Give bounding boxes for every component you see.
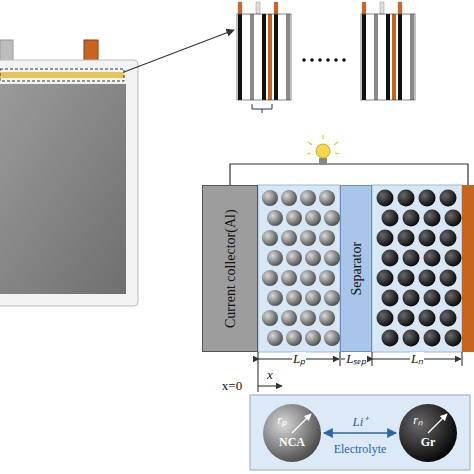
- pouch: [0, 60, 138, 306]
- bracket: [252, 104, 272, 113]
- wire: [230, 164, 468, 185]
- electrode-stack: [237, 2, 415, 100]
- particle-shape: [262, 403, 322, 463]
- current-collector: Current collector(Al): [202, 185, 258, 352]
- box-label: Electrolyte: [320, 443, 400, 456]
- origin-label: x=0: [221, 379, 243, 393]
- particle-name: Gr: [398, 436, 458, 449]
- nca-particles: [262, 190, 340, 346]
- edge-label: Li⁺: [353, 415, 368, 429]
- ellipsis-dots: [302, 58, 346, 62]
- nca-particle: NCA rₚ: [262, 403, 322, 463]
- graphite-particles: [377, 190, 462, 347]
- axis-label: x: [266, 368, 274, 382]
- light-bulb: [307, 135, 339, 165]
- dimension-lines: [258, 352, 462, 392]
- dimension-label: Lₙ: [410, 352, 424, 366]
- particle-shape: [398, 403, 458, 463]
- zoom-box: [0, 69, 124, 81]
- radius-label: rₚ: [272, 414, 292, 427]
- pouch-core: [0, 84, 126, 294]
- dimension-label: Lₚ: [292, 352, 306, 366]
- box-label: Separator: [348, 185, 363, 352]
- electrolyte-panel: NCA rₚGr rₙElectrolyte: [250, 395, 470, 470]
- box-label: Current collector(Al): [222, 185, 237, 352]
- dimension-label: Lₛₑₚ: [345, 352, 367, 366]
- positive-electrode: [258, 185, 340, 352]
- copper-collector: [462, 185, 474, 352]
- particle-panel: [250, 395, 470, 470]
- graphite-particle: Gr rₙ: [398, 403, 458, 463]
- separator-box: Separator: [340, 185, 372, 352]
- seal-strip: [0, 72, 124, 78]
- particle-name: NCA: [262, 436, 322, 449]
- zoom-arrow: [124, 30, 234, 72]
- radius-label: rₙ: [408, 414, 428, 427]
- ion-arrow: [324, 432, 396, 433]
- negative-electrode: [372, 185, 462, 352]
